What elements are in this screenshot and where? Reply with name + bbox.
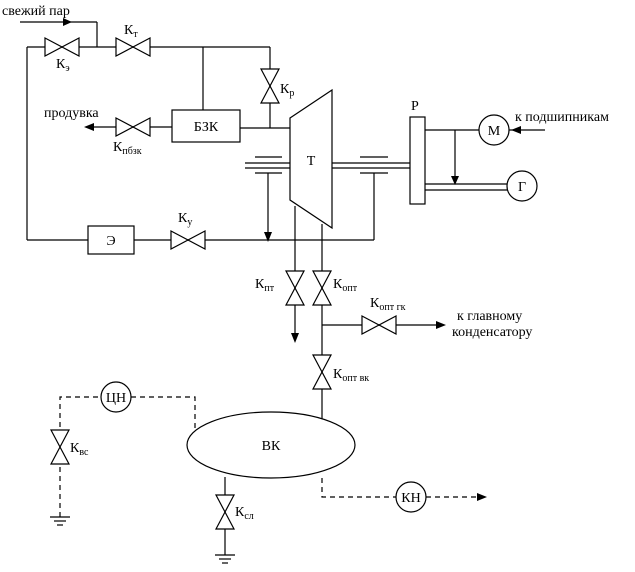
generator-circle — [506, 170, 538, 202]
valve-ku-right[interactable] — [186, 230, 206, 250]
aux-condenser — [186, 411, 356, 479]
valve-ksl-top[interactable] — [215, 494, 235, 514]
circ-pump-out-line — [131, 396, 196, 430]
bzk-label: БЗК — [194, 120, 219, 135]
reducer-label: Р — [411, 99, 419, 114]
valve-ke-left[interactable] — [44, 37, 64, 57]
motor-label: М — [488, 124, 501, 139]
valve-kopt-label: Копт — [333, 277, 358, 294]
ejector-label: Э — [106, 234, 115, 249]
valve-kvs-bottom[interactable] — [50, 445, 70, 465]
fresh-steam-arrow — [63, 18, 72, 26]
valve-kopt-vk-bottom[interactable] — [312, 370, 332, 390]
valve-ksl-bottom[interactable] — [215, 510, 235, 530]
valve-ku-label: Ку — [178, 211, 192, 228]
cond-pump-circle — [395, 481, 427, 513]
valve-kpbzk-label: Кпбзк — [113, 140, 142, 157]
cond-pump-arrow — [477, 493, 487, 501]
bearings-label: к подшипникам — [515, 110, 609, 125]
blowdown-label: продувка — [44, 106, 99, 121]
valve-kopt-vk-top[interactable] — [312, 354, 332, 374]
valve-kr-top[interactable] — [260, 68, 280, 88]
reducer-box — [409, 116, 426, 205]
valve-kt-label: Кт — [124, 23, 138, 40]
valve-kopt-vk-label: Копт вк — [333, 367, 369, 384]
generator-label: Г — [518, 180, 526, 195]
main-condenser-label-1: к главному — [457, 309, 522, 324]
valve-kt-right[interactable] — [131, 37, 151, 57]
aux-condenser-label: ВК — [262, 439, 281, 454]
valve-kpt-label: Кпт — [255, 277, 275, 294]
valve-kr-bottom[interactable] — [260, 84, 280, 104]
valve-ksl-label: Ксл — [235, 505, 254, 522]
turbine-body — [289, 88, 333, 230]
valve-kopt-gk-label: Копт гк — [370, 296, 406, 313]
turbine-label: Т — [307, 154, 316, 169]
valve-kopt-gk-right[interactable] — [377, 315, 397, 335]
fresh-steam-label: свежий пар — [2, 4, 70, 19]
oil-drop-arrow — [451, 176, 459, 185]
valve-kr-label: Кр — [280, 82, 294, 99]
blowdown-arrow — [84, 123, 94, 131]
bearings-arrow — [511, 126, 521, 134]
valve-kopt-top[interactable] — [312, 270, 332, 290]
circ-pump-label: ЦН — [106, 391, 126, 406]
bzk-box — [171, 109, 241, 143]
circ-pump-circle — [100, 381, 132, 413]
valve-kpbzk-right[interactable] — [131, 117, 151, 137]
circ-pump-in-line — [59, 396, 101, 517]
valve-kpt-top[interactable] — [285, 270, 305, 290]
main-condenser-arrow — [436, 321, 446, 329]
main-condenser-label-2: конденсатору — [452, 325, 532, 340]
valve-kopt-gk-left[interactable] — [361, 315, 381, 335]
valve-kopt-bottom[interactable] — [312, 286, 332, 306]
kpt-arrow — [291, 333, 299, 343]
valve-kpbzk-left[interactable] — [115, 117, 135, 137]
valve-ke-label: Кэ — [56, 57, 70, 74]
valve-kvs-top[interactable] — [50, 429, 70, 449]
cond-pump-label: КН — [401, 491, 420, 506]
valve-kvs-label: Квс — [70, 441, 89, 458]
valve-kpt-bottom[interactable] — [285, 286, 305, 306]
cond-pump-in-line — [321, 478, 396, 498]
valve-ku-left[interactable] — [170, 230, 190, 250]
valve-kt-left[interactable] — [115, 37, 135, 57]
valve-ke-right[interactable] — [60, 37, 80, 57]
left-seal-arrow — [264, 232, 272, 242]
